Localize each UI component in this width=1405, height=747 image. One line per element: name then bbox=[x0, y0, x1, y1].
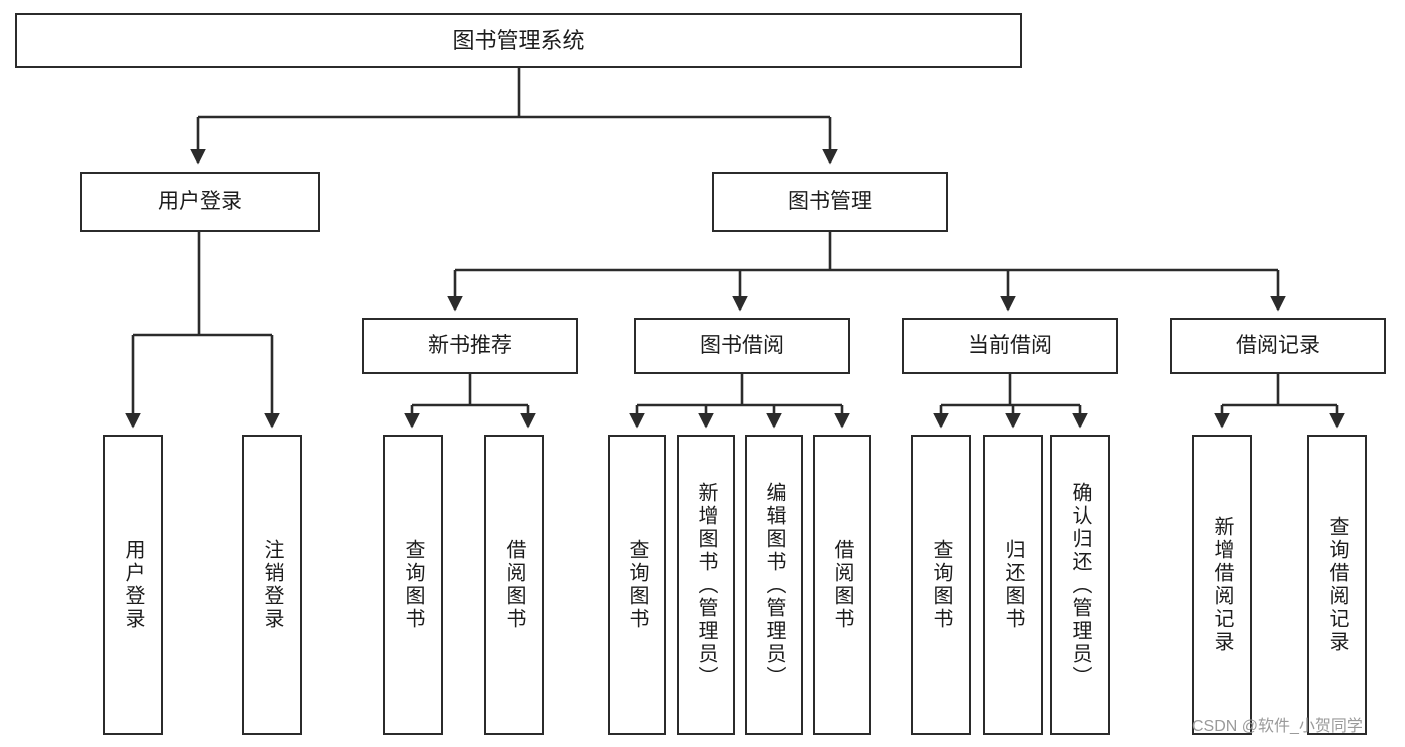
node-label: 查询图书 bbox=[930, 539, 952, 631]
node-leaf-query-book-current[interactable]: 查询图书 bbox=[911, 435, 971, 735]
node-label: 借阅图书 bbox=[503, 539, 525, 631]
node-user-login[interactable]: 用户登录 bbox=[80, 172, 320, 232]
node-label: 查询图书 bbox=[402, 539, 424, 631]
node-label: 借阅记录 bbox=[1236, 333, 1320, 357]
node-current-borrow[interactable]: 当前借阅 bbox=[902, 318, 1118, 374]
node-label: 归还图书 bbox=[1002, 539, 1024, 631]
node-label: 新书推荐 bbox=[428, 333, 512, 357]
node-label: 编辑图书（管理员） bbox=[763, 481, 785, 689]
node-label: 借阅图书 bbox=[831, 539, 853, 631]
node-leaf-borrow-book[interactable]: 借阅图书 bbox=[813, 435, 871, 735]
node-leaf-query-book-borrow[interactable]: 查询图书 bbox=[608, 435, 666, 735]
watermark-text: CSDN @软件_小贺同学 bbox=[1192, 718, 1363, 735]
node-label: 图书管理 bbox=[788, 189, 872, 213]
node-label: 图书管理系统 bbox=[452, 27, 585, 53]
node-label: 用户登录 bbox=[158, 189, 242, 213]
node-leaf-query-book-recommend[interactable]: 查询图书 bbox=[383, 435, 443, 735]
node-label: 用户登录 bbox=[122, 539, 144, 631]
node-book-management-system[interactable]: 图书管理系统 bbox=[15, 13, 1022, 68]
node-new-book-recommend[interactable]: 新书推荐 bbox=[362, 318, 578, 374]
node-leaf-borrow-book-recommend[interactable]: 借阅图书 bbox=[484, 435, 544, 735]
node-book-management[interactable]: 图书管理 bbox=[712, 172, 948, 232]
node-leaf-edit-book[interactable]: 编辑图书（管理员） bbox=[745, 435, 803, 735]
node-leaf-add-borrow-record[interactable]: 新增借阅记录 bbox=[1192, 435, 1252, 735]
node-leaf-logout-login[interactable]: 注销登录 bbox=[242, 435, 302, 735]
node-leaf-user-login[interactable]: 用户登录 bbox=[103, 435, 163, 735]
node-label: 查询图书 bbox=[626, 539, 648, 631]
node-label: 图书借阅 bbox=[700, 333, 784, 357]
node-borrow-record[interactable]: 借阅记录 bbox=[1170, 318, 1386, 374]
node-label: 新增图书（管理员） bbox=[695, 481, 717, 689]
node-label: 当前借阅 bbox=[968, 333, 1052, 357]
node-leaf-confirm-return[interactable]: 确认归还（管理员） bbox=[1050, 435, 1110, 735]
node-leaf-add-book[interactable]: 新增图书（管理员） bbox=[677, 435, 735, 735]
node-label: 新增借阅记录 bbox=[1211, 516, 1233, 654]
node-leaf-query-borrow-record[interactable]: 查询借阅记录 bbox=[1307, 435, 1367, 735]
node-label: 确认归还（管理员） bbox=[1069, 481, 1091, 689]
node-book-borrow[interactable]: 图书借阅 bbox=[634, 318, 850, 374]
node-label: 注销登录 bbox=[261, 539, 283, 631]
node-label: 查询借阅记录 bbox=[1326, 516, 1348, 654]
node-leaf-return-book[interactable]: 归还图书 bbox=[983, 435, 1043, 735]
